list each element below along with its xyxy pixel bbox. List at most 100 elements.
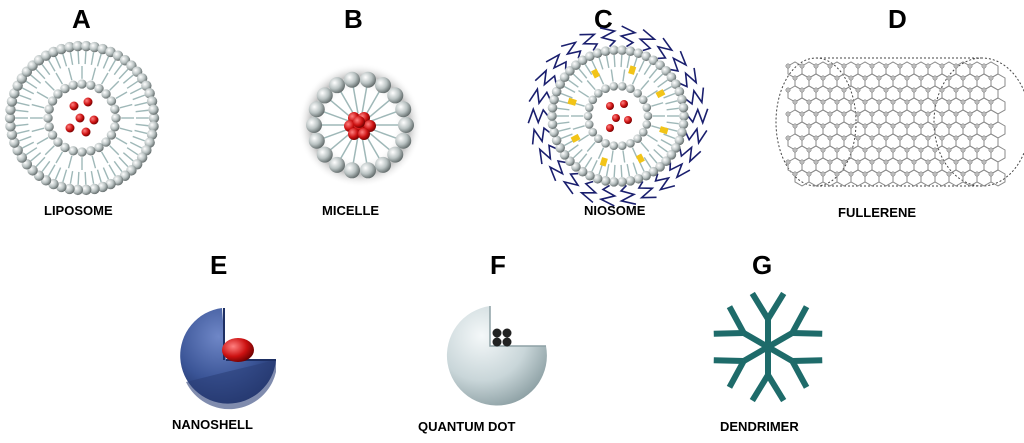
liposome-inner-head [43, 113, 53, 123]
quantum-dot-core-3 [492, 337, 502, 347]
panel-g-letter: G [752, 250, 773, 280]
niosome-outer-head [609, 177, 619, 187]
micelle-head [344, 71, 361, 88]
niosome-outer-head [592, 173, 603, 184]
niosome-polymer-chain [679, 67, 698, 88]
liposome-outer-head [5, 121, 16, 132]
panel-e-letter: E [210, 250, 228, 280]
niosome-marker [591, 68, 601, 79]
niosome-outer-head [661, 156, 671, 166]
panel-c-caption: NIOSOME [584, 203, 646, 218]
nanotube-hexagon [864, 169, 880, 187]
niosome-outer-head [661, 66, 671, 76]
micelle-head [395, 101, 412, 118]
dendrimer-branch [726, 305, 747, 335]
liposome-inner-head [94, 142, 104, 153]
niosome-polymer-chain [545, 52, 567, 70]
niosome-inner-head [594, 134, 603, 143]
niosome-polymer-chain [598, 184, 617, 207]
liposome-outer-head [5, 104, 16, 115]
niosome-outer-head [555, 142, 565, 153]
nanotube-hexagon [976, 169, 992, 187]
liposome-inner-head [44, 104, 54, 114]
micelle-head [316, 87, 333, 104]
panel-e-caption: NANOSHELL [172, 417, 253, 432]
niosome-polymer-chain [619, 25, 638, 48]
liposome-outer-head [64, 183, 75, 195]
liposome-inner-head [47, 96, 58, 106]
niosome-inner-head [583, 111, 593, 121]
liposome-inner-head [94, 83, 104, 94]
niosome-marker [635, 153, 645, 164]
niosome-outer-head [551, 86, 562, 97]
quantum-dot-core-4 [502, 337, 512, 347]
niosome-outer-head [559, 149, 570, 160]
niosome-drug [606, 124, 614, 132]
niosome-outer-head [565, 66, 575, 76]
niosome-outer-head [600, 176, 611, 186]
fullerene-nanotube-illustration [775, 57, 1024, 187]
panel-b-caption: MICELLE [322, 203, 380, 218]
niosome-illustration [527, 25, 709, 207]
niosome-outer-head [585, 170, 595, 181]
panel-c-letter: C [594, 4, 613, 34]
niosome-inner-head [601, 138, 610, 148]
liposome-outer-head [89, 183, 100, 195]
liposome-drug [75, 113, 85, 123]
panel-a-caption: LIPOSOME [44, 203, 113, 218]
dendrimer-branch [792, 330, 823, 337]
liposome-inner-head [110, 122, 120, 132]
micelle-drug [348, 128, 360, 140]
niosome-outer-head [641, 170, 651, 181]
nanotube-hexagon [934, 169, 950, 187]
niosome-polymer-chain [685, 87, 705, 106]
liposome-outer-head [80, 184, 92, 196]
niosome-drug [620, 100, 628, 108]
liposome-outer-head [56, 181, 67, 193]
liposome-inner-head [60, 83, 70, 94]
niosome-outer-head [547, 102, 558, 113]
niosome-inner-head [642, 120, 652, 129]
nanotube-hexagon [794, 169, 810, 187]
quantum-dot-core-2 [502, 328, 512, 338]
dendrimer-branch [713, 357, 744, 364]
liposome-outer-head [72, 40, 84, 52]
niosome-outer-head [674, 86, 685, 97]
niosome-inner-head [626, 138, 635, 148]
niosome-outer-head [617, 45, 627, 55]
niosome-inner-head [609, 141, 619, 151]
liposome-inner-head [53, 89, 63, 99]
niosome-outer-head [655, 162, 665, 172]
niosome-outer-head [549, 127, 559, 138]
niosome-inner-head [588, 127, 598, 137]
dendrimer-branch [742, 344, 770, 364]
nanotube-right-end [933, 57, 1024, 187]
niosome-inner-head [617, 81, 627, 91]
nanoshell-illustration [180, 308, 276, 410]
nanoshell-edge [186, 360, 276, 410]
liposome-inner-head [53, 137, 63, 147]
liposome-inner-head [77, 147, 87, 157]
niosome-outer-head [666, 149, 677, 160]
niosome-inner-head [642, 103, 652, 112]
liposome-inner-head [110, 104, 120, 114]
liposome-inner-head [60, 142, 70, 153]
dendrimer-branch [765, 291, 787, 321]
niosome-outer-head [678, 119, 689, 130]
niosome-marker [659, 126, 669, 135]
liposome-outer-head [144, 88, 155, 99]
niosome-outer-head [617, 177, 627, 187]
niosome-polymer-chain [656, 37, 674, 60]
dendrimer-branch [749, 291, 771, 321]
dendrimer-branch [726, 359, 747, 389]
dendrimer-branch [749, 373, 771, 403]
niosome-outer-head [666, 72, 677, 83]
panel-b-letter: B [344, 4, 363, 34]
liposome-outer-head [148, 112, 160, 124]
niosome-drug [624, 116, 632, 124]
liposome-outer-head [97, 43, 108, 55]
niosome-polymer-chain [538, 144, 557, 165]
liposome-outer-head [148, 104, 159, 115]
micelle-head [306, 117, 322, 133]
liposome-inner-head [86, 80, 96, 90]
